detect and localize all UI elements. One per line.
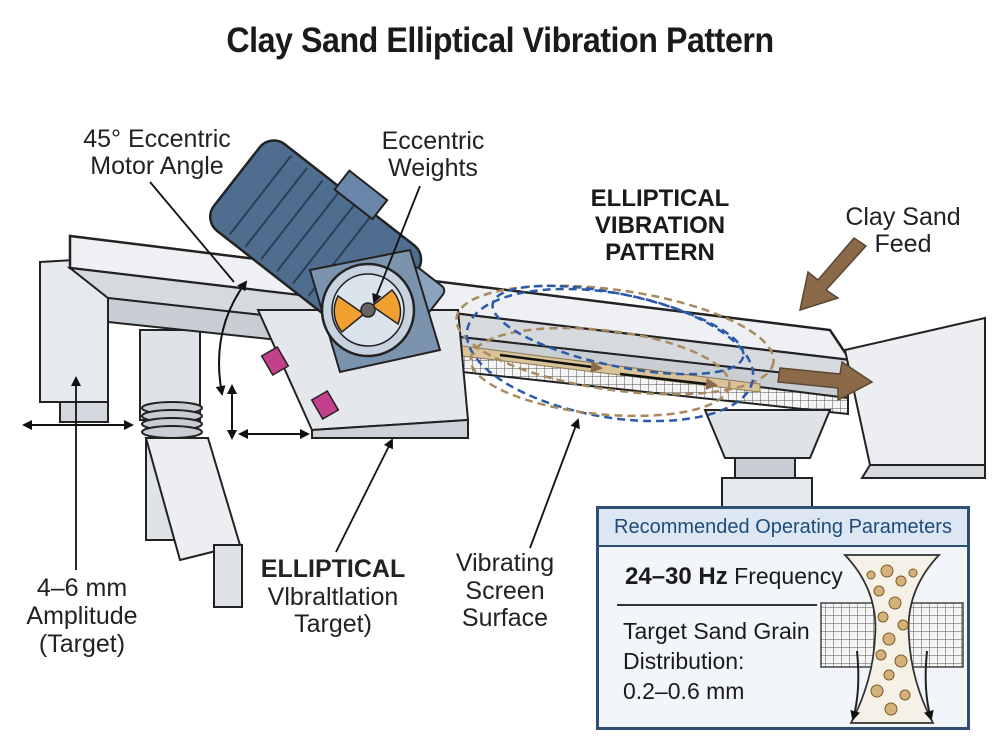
elliptical-target-line-1: ELLIPTICAL <box>260 555 406 583</box>
eccentric-weights-line-2: Weights <box>388 154 478 182</box>
sand-grain-icon <box>866 564 918 716</box>
elliptical-orbits <box>455 284 775 423</box>
clay-sand-feed-line-1: Clay Sand <box>845 203 961 231</box>
frequency-row: 24–30 Hz Frequency <box>625 563 843 591</box>
amplitude-line-2: Amplitude <box>26 602 138 630</box>
elliptical-target-line-2: Vlbraltlation <box>267 582 399 611</box>
panel-heading: Recommended Operating Parameters <box>599 509 967 547</box>
distribution-line-1: Target Sand Grain <box>623 618 810 644</box>
distribution-line-3: 0.2–0.6 mm <box>623 677 745 704</box>
screen-surface-label: Vibrating Screen Surface <box>440 549 570 633</box>
frequency-value: 24–30 Hz <box>625 563 728 590</box>
eccentric-weight-icon <box>308 248 442 374</box>
left-end-frame <box>39 256 109 423</box>
panel-divider <box>617 604 817 606</box>
amplitude-label: 4–6 mm Amplitude (Target) <box>22 574 142 658</box>
motor-angle-label: 45° Eccentric Motor Angle <box>62 126 252 180</box>
motor-angle-line-2: Motor Angle <box>90 152 224 180</box>
elliptical-pattern-label: ELLIPTICAL VIBRATION PATTERN <box>572 185 748 267</box>
clay-sand-feed-line-2: Feed <box>874 230 932 258</box>
page-title: Clay Sand Elliptical Vibration Pattern <box>226 21 774 60</box>
screen-surface-line-1: Vibrating <box>455 549 555 577</box>
grain-distribution: Target Sand Grain Distribution: 0.2–0.6 … <box>623 617 810 707</box>
operating-parameters-panel: Recommended Operating Parameters 24–30 H… <box>596 506 970 730</box>
elliptical-target-line-3: Target) <box>294 610 372 638</box>
frequency-label: Frequency <box>734 563 843 589</box>
amplitude-arrows <box>22 280 310 440</box>
amplitude-line-3: (Target) <box>38 630 126 658</box>
feed-arrow-icon <box>799 237 868 312</box>
leader-lines <box>71 181 580 570</box>
elliptical-pattern-line-3: PATTERN <box>605 238 715 266</box>
screen-surface-line-2: Screen <box>465 576 545 605</box>
left-support-column <box>139 329 243 608</box>
discharge-arrow-icon <box>777 360 874 402</box>
motor-angle-line-1: 45° Eccentric <box>83 125 231 153</box>
elliptical-target-label: ELLIPTICAL Vlbraltlation Target) <box>248 555 418 639</box>
amplitude-line-1: 4–6 mm <box>36 574 128 602</box>
clay-sand-feed-label: Clay Sand Feed <box>838 204 968 258</box>
flow-arrows <box>499 353 718 390</box>
eccentric-weights-line-1: Eccentric <box>381 127 485 155</box>
elliptical-pattern-line-2: VIBRATION <box>594 211 726 239</box>
screen-surface-line-3: Surface <box>461 604 549 632</box>
elliptical-pattern-line-1: ELLIPTICAL <box>590 185 730 212</box>
eccentric-weights-label: Eccentric Weights <box>368 128 498 182</box>
right-support <box>703 316 986 509</box>
mesh-icon <box>820 554 964 724</box>
distribution-line-2: Distribution: <box>623 647 745 674</box>
